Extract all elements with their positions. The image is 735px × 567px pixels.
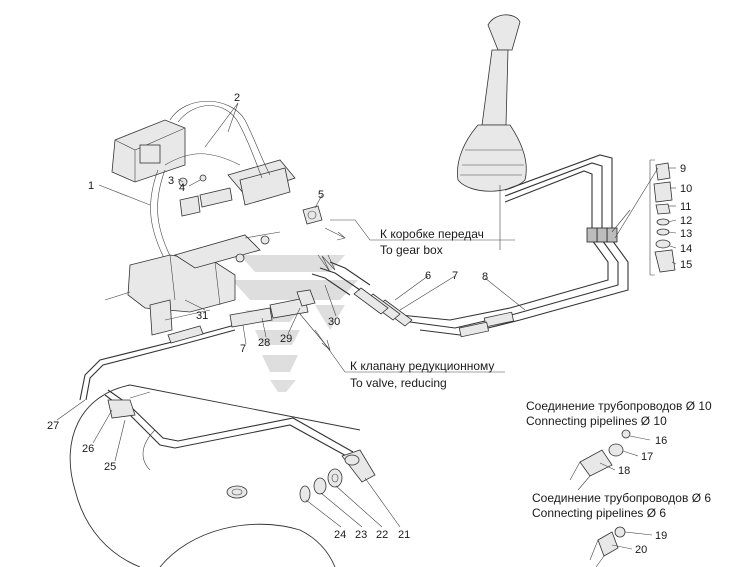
legend-conn6-ru: Соединение трубопроводов Ø 6 <box>532 491 711 505</box>
legend-conn6-en: Connecting pipelines Ø 6 <box>532 506 666 520</box>
main-pipeline <box>79 324 376 483</box>
legend-conn10-en: Connecting pipelines Ø 10 <box>526 414 667 428</box>
callout-7-right: 7 <box>452 270 458 282</box>
callout-11: 11 <box>680 201 691 213</box>
callout-8: 8 <box>482 271 488 283</box>
callout-18: 18 <box>618 465 630 477</box>
callout-26: 26 <box>82 443 94 455</box>
callout-27: 27 <box>47 420 59 432</box>
callout-6: 6 <box>425 270 431 282</box>
valve-assembly-top <box>111 101 296 261</box>
direction-labels: К коробке передач To gear box К клапану … <box>350 227 494 390</box>
callout-30: 30 <box>328 316 340 328</box>
callout-20: 20 <box>635 544 647 556</box>
callout-17: 17 <box>641 451 653 463</box>
callout-21: 21 <box>398 529 410 541</box>
component-28-29 <box>229 289 316 328</box>
callout-16: 16 <box>655 435 667 447</box>
callout-15: 15 <box>680 259 692 271</box>
parts-9-15 <box>649 159 676 276</box>
direction-arrows <box>294 219 515 373</box>
callout-9: 9 <box>680 163 686 175</box>
label-gearbox-ru: К коробке передач <box>380 227 484 241</box>
middle-pipes <box>311 254 521 338</box>
callout-12: 12 <box>680 215 692 227</box>
callout-29: 29 <box>280 333 292 345</box>
lever-pipes <box>504 154 629 321</box>
callout-4: 4 <box>179 182 185 194</box>
callout-numbers: 1 2 3 4 5 6 7 7 8 9 10 11 12 13 14 15 16… <box>47 92 692 556</box>
callout-19: 19 <box>655 530 667 542</box>
callout-13: 13 <box>680 228 692 240</box>
legend-conn10-ru: Соединение трубопроводов Ø 10 <box>526 399 712 413</box>
air-tank <box>69 384 361 567</box>
callout-3: 3 <box>168 175 174 187</box>
callout-14: 14 <box>680 243 692 255</box>
fittings-bottom <box>299 468 343 503</box>
callout-22: 22 <box>376 529 388 541</box>
callout-28: 28 <box>258 337 270 349</box>
label-valve-ru: К клапану редукционному <box>350 359 494 373</box>
callout-2: 2 <box>234 92 240 104</box>
callout-23: 23 <box>355 529 367 541</box>
label-valve-en: To valve, reducing <box>350 376 447 390</box>
callout-10: 10 <box>680 183 692 195</box>
component-5 <box>302 205 323 225</box>
callout-1: 1 <box>88 180 94 192</box>
callout-5: 5 <box>318 189 324 201</box>
callout-25: 25 <box>104 461 116 473</box>
connection-legends: Соединение трубопроводов Ø 10 Connecting… <box>526 399 712 520</box>
callout-31: 31 <box>196 310 208 322</box>
label-gearbox-en: To gear box <box>380 243 443 257</box>
clutch-booster <box>104 231 281 336</box>
parts-16-20 <box>569 429 631 567</box>
leader-lines <box>56 102 677 550</box>
callout-24: 24 <box>334 529 346 541</box>
callout-7-left: 7 <box>240 343 246 355</box>
gear-lever <box>457 14 527 250</box>
